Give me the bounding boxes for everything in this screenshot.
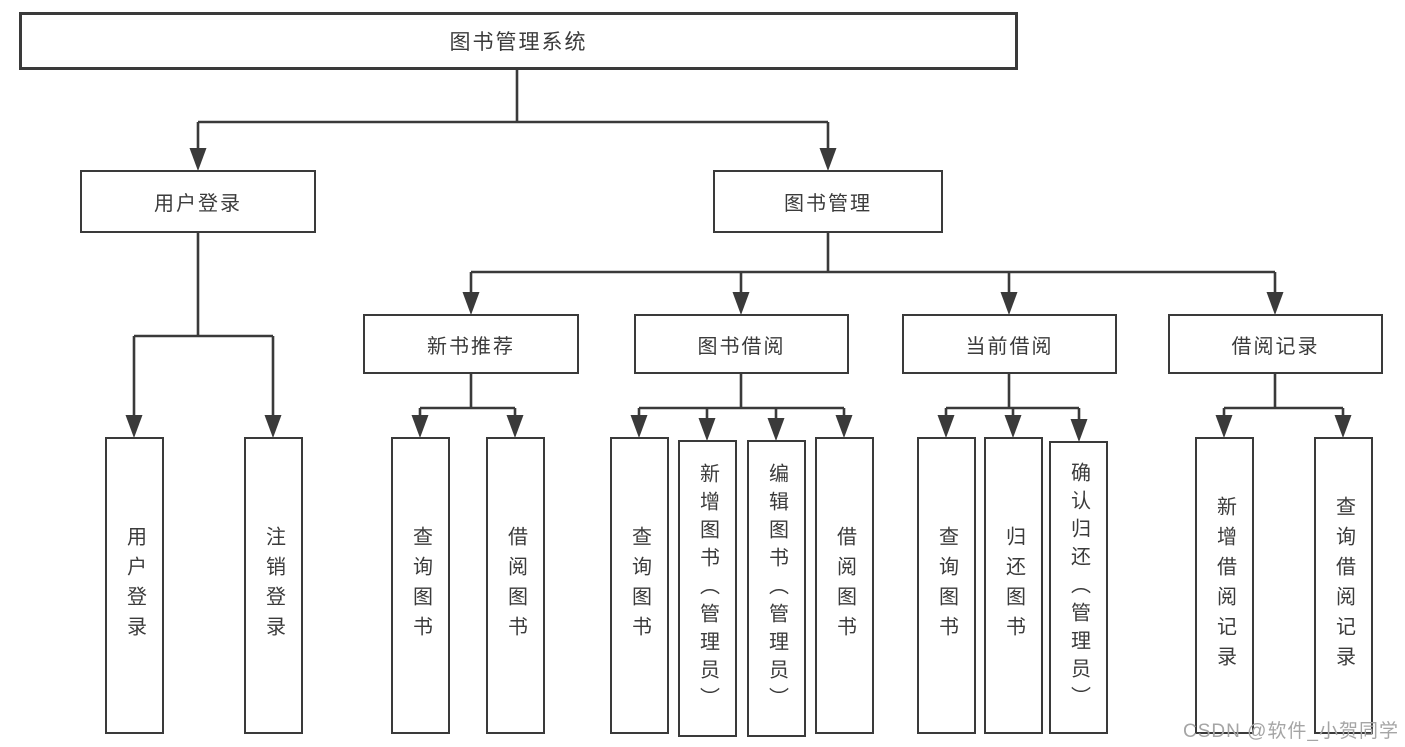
leaf-borrow-books-recommend: 借阅图书 (486, 437, 545, 734)
leaf-add-borrow-record: 新增借阅记录 (1195, 437, 1254, 734)
leaf-label: 用户登录 (123, 525, 146, 646)
leaf-label: 新增借阅记录 (1213, 495, 1236, 676)
leaf-query-books-borrow: 查询图书 (610, 437, 669, 734)
watermark: CSDN @软件_小贺同学 (1183, 721, 1399, 742)
leaf-return-books: 归还图书 (984, 437, 1043, 734)
leaf-borrow-books: 借阅图书 (815, 437, 874, 734)
leaf-edit-books-admin: 编辑图书（管理员） (747, 440, 806, 737)
leaf-logout: 注销登录 (244, 437, 303, 734)
leaf-label: 查询图书 (409, 525, 432, 646)
leaf-label: 借阅图书 (504, 525, 527, 646)
leaf-query-books-current: 查询图书 (917, 437, 976, 734)
leaf-label: 注销登录 (262, 525, 285, 646)
leaf-label: 查询图书 (628, 525, 651, 646)
node-user-login: 用户登录 (80, 170, 316, 233)
node-label: 图书管理 (784, 193, 872, 215)
node-library-management-system: 图书管理系统 (19, 12, 1018, 70)
leaf-label: 查询借阅记录 (1332, 495, 1355, 676)
leaf-label: 归还图书 (1002, 525, 1025, 646)
node-label: 借阅记录 (1231, 335, 1320, 358)
leaf-label: 新增图书（管理员） (696, 462, 719, 715)
node-label: 图书管理系统 (449, 31, 588, 54)
leaf-add-books-admin: 新增图书（管理员） (678, 440, 737, 737)
leaf-label: 编辑图书（管理员） (765, 462, 788, 715)
leaf-query-books-recommend: 查询图书 (391, 437, 450, 734)
node-book-management: 图书管理 (713, 170, 943, 233)
node-label: 图书借阅 (697, 335, 786, 358)
node-label: 用户登录 (154, 193, 242, 215)
node-book-borrowing: 图书借阅 (634, 314, 849, 374)
node-label: 当前借阅 (965, 335, 1054, 358)
node-new-book-recommendation: 新书推荐 (363, 314, 579, 374)
leaf-label: 确认归还（管理员） (1067, 461, 1090, 714)
leaf-user-login: 用户登录 (105, 437, 164, 734)
node-borrowing-records: 借阅记录 (1168, 314, 1383, 374)
leaf-label: 查询图书 (935, 525, 958, 646)
leaf-query-borrow-record: 查询借阅记录 (1314, 437, 1373, 734)
leaf-label: 借阅图书 (833, 525, 856, 646)
leaf-confirm-return-admin: 确认归还（管理员） (1049, 441, 1108, 734)
node-label: 新书推荐 (427, 335, 515, 358)
node-current-borrowing: 当前借阅 (902, 314, 1117, 374)
arrowheads (125, 148, 1352, 442)
